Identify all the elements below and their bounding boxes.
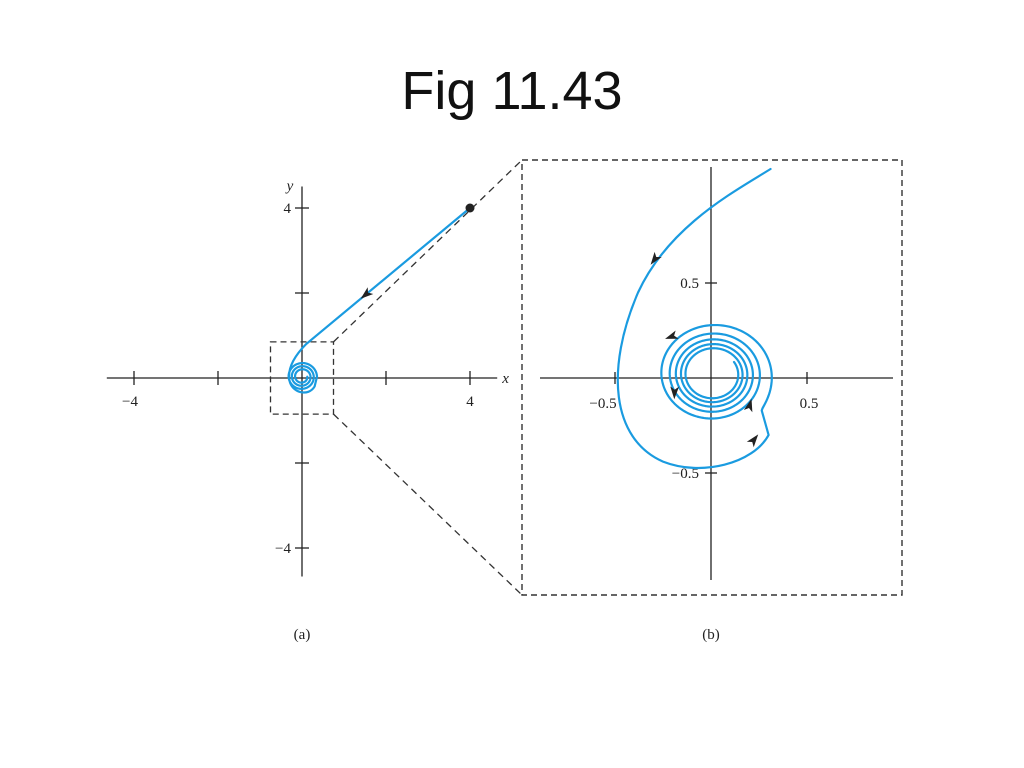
panel-b-x-tick-label: −0.5 [589,396,616,412]
panel-b-direction-arrow [670,386,680,400]
panel-a-caption: (a) [294,627,311,643]
panel-b-direction-arrow [746,434,759,448]
panel-a-x-tick-label: 4 [466,394,474,410]
panel-b-y-tick-label: 0.5 [680,276,699,292]
panel-b-trajectory [616,167,773,469]
panel-a-x-tick-label: −4 [122,394,138,410]
panel-a-y-axis-label: y [285,179,294,195]
panel-b-y-tick-label: −0.5 [672,466,699,482]
panel-a-ticks [133,207,471,549]
panel-a-y-tick-label: 4 [284,201,292,217]
panel-b-ticks [614,282,808,474]
panel-b-direction-arrows [650,251,759,448]
panel-a-direction-arrow [360,287,374,299]
panel-b-direction-arrow [650,251,662,265]
zoom-connector-top [333,159,523,343]
panel-b-direction-arrow [665,330,679,339]
panel-b-zoom-frame [521,159,903,596]
panel-b-caption: (b) [702,627,720,643]
zoom-connector-bottom [333,413,523,596]
panel-a: −4 4 4 −4 x y (a) [106,179,509,643]
panel-a-zoom-box [269,341,335,415]
panel-b: −0.5 0.5 0.5 −0.5 (b) [521,159,903,643]
panel-b-direction-arrow [743,398,753,413]
panel-a-trajectory [287,206,472,394]
slide-title: Fig 11.43 [401,61,623,121]
panel-a-x-axis-label: x [501,371,509,387]
panel-a-y-tick-label: −4 [275,541,291,557]
panel-b-x-tick-label: 0.5 [800,396,819,412]
panel-a-start-point [465,203,475,213]
zoom-connectors [333,159,523,596]
